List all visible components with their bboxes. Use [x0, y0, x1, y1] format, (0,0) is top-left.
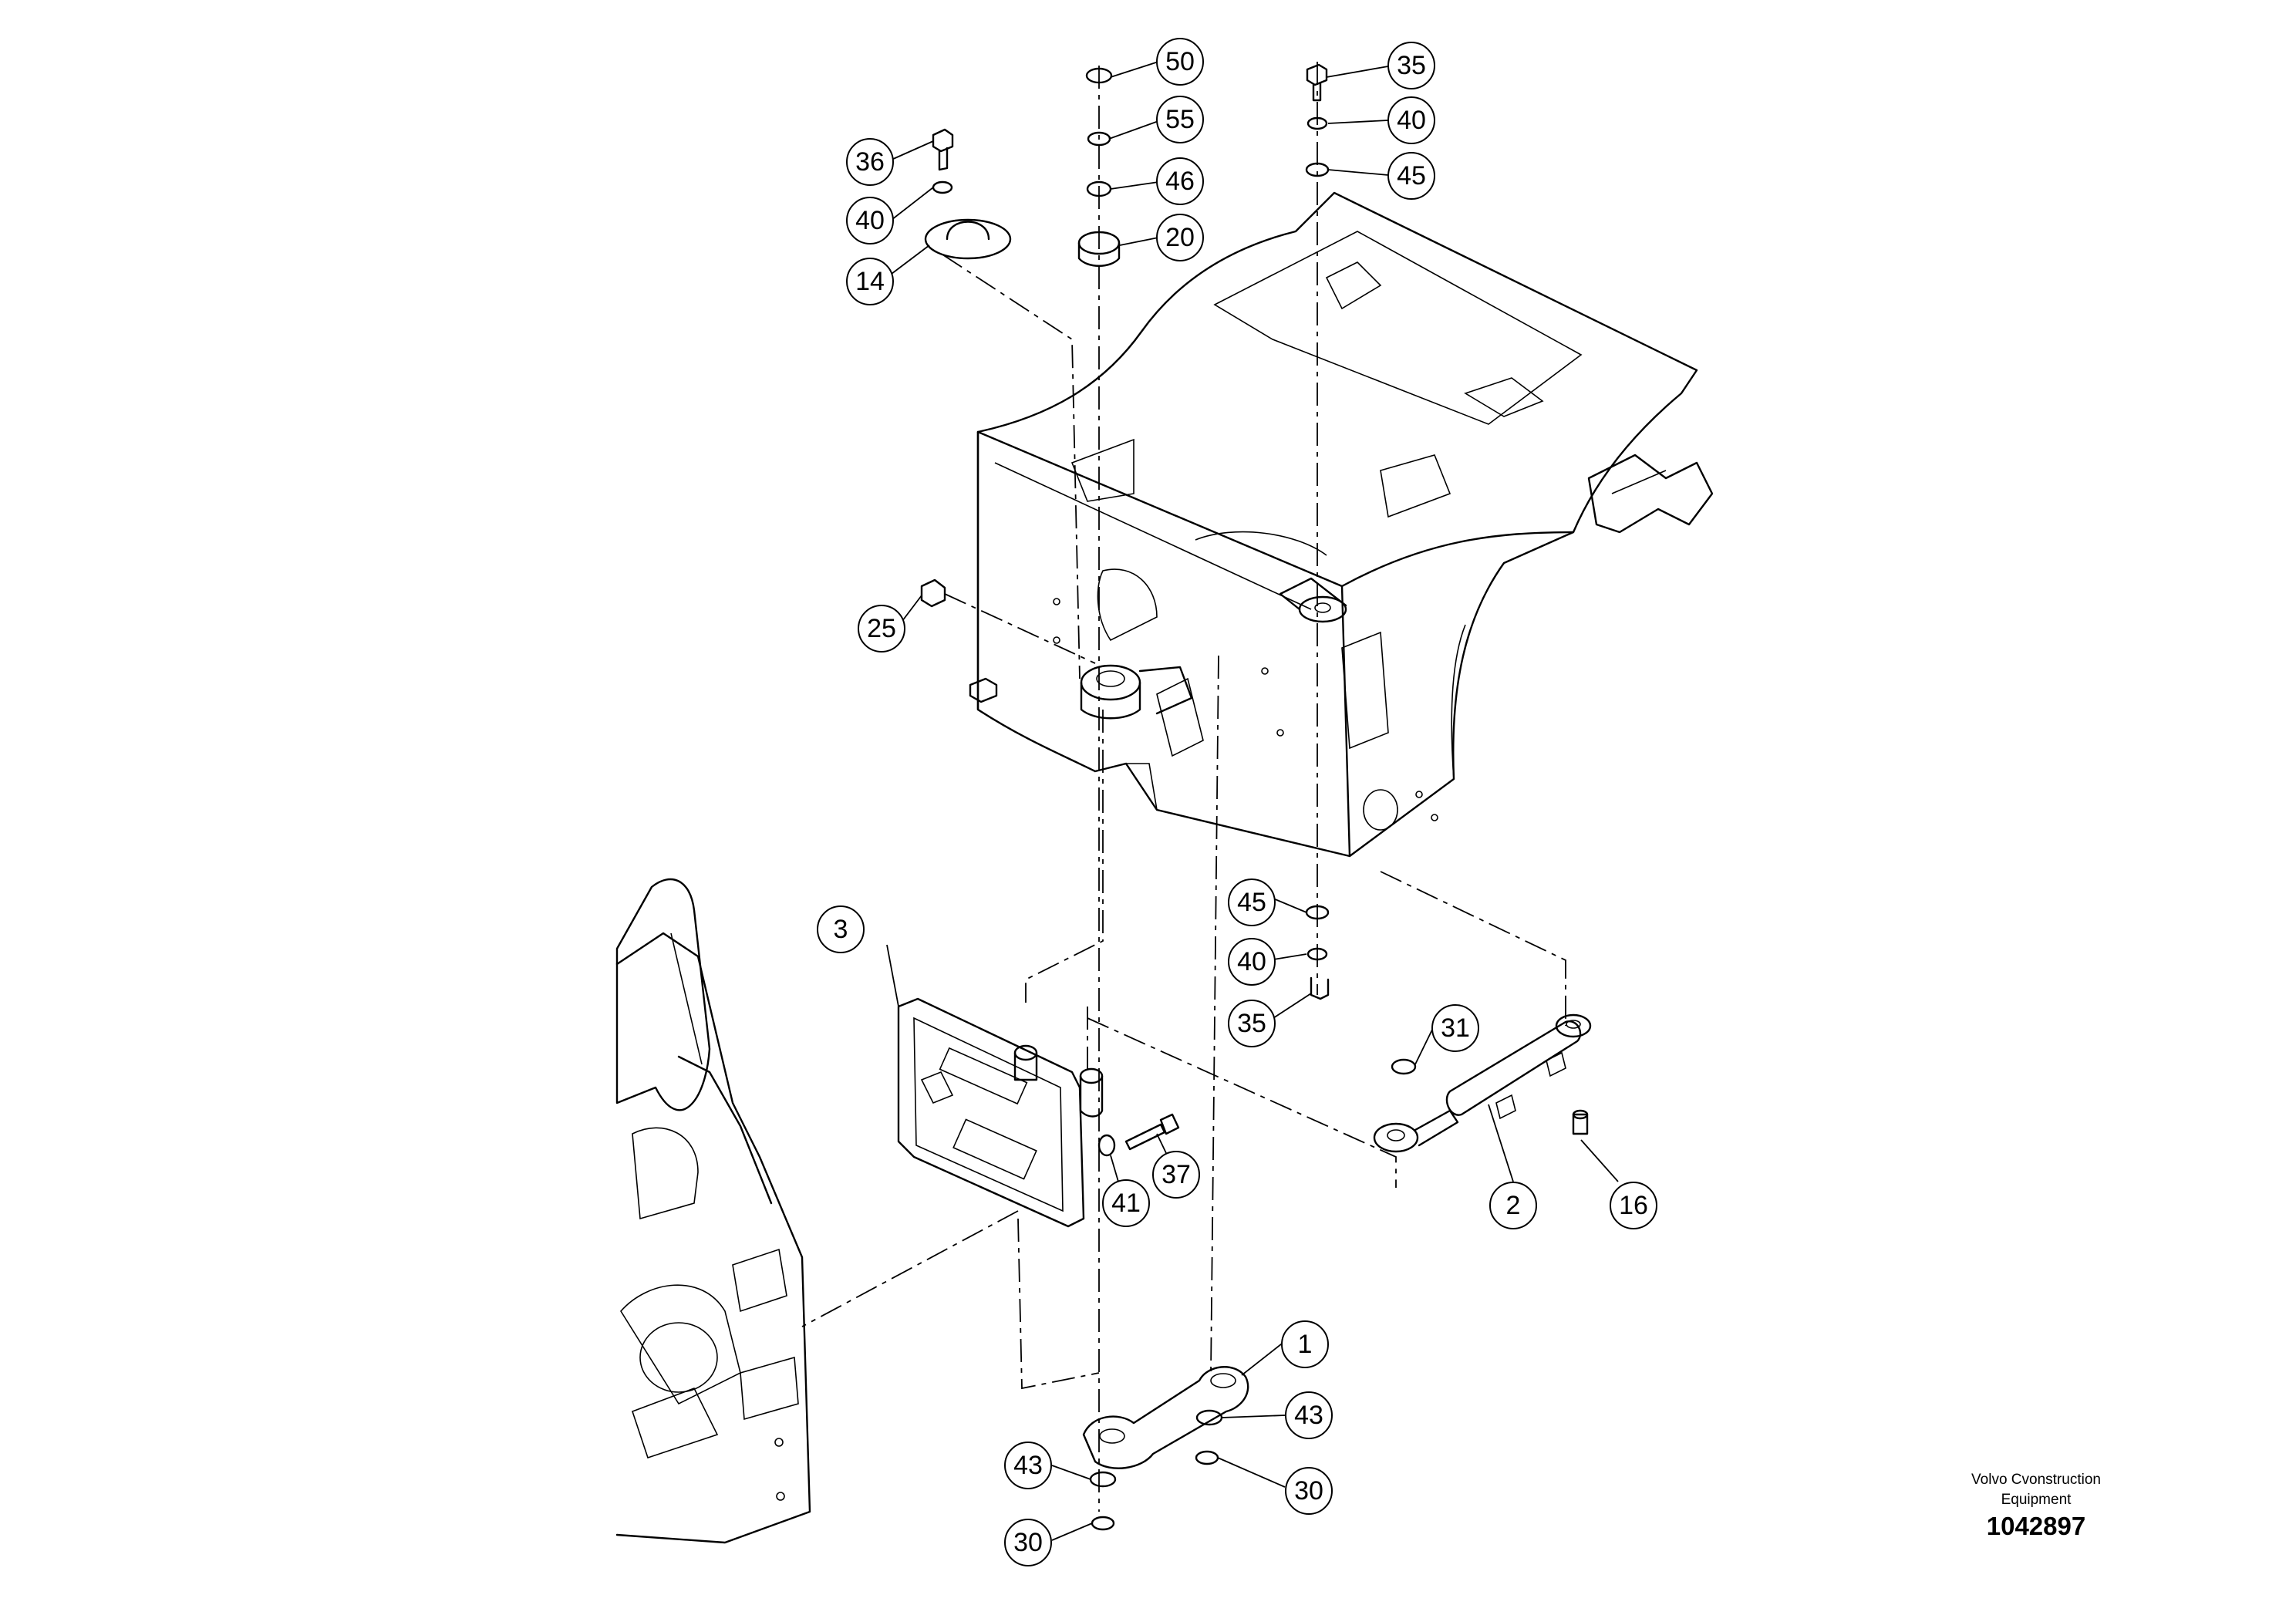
- callout-45-top: 45: [1387, 152, 1435, 200]
- hardware: [920, 63, 1589, 1531]
- callout-50: 50: [1156, 38, 1204, 86]
- callout-36: 36: [846, 138, 894, 186]
- hinge-plate: [897, 997, 1104, 1228]
- callout-25: 25: [858, 605, 905, 653]
- svg-text:1: 1: [1298, 1330, 1313, 1359]
- callout-31: 31: [1431, 1004, 1479, 1052]
- svg-text:45: 45: [1397, 161, 1426, 191]
- callout-37: 37: [1152, 1151, 1200, 1199]
- svg-text:37: 37: [1161, 1160, 1191, 1189]
- callout-16: 16: [1610, 1182, 1657, 1229]
- callout-35-bottom: 35: [1228, 1000, 1276, 1047]
- link-arm: [1082, 1366, 1249, 1469]
- publisher-line-2: Equipment: [2001, 1492, 2072, 1508]
- callout-1: 1: [1281, 1320, 1329, 1368]
- publisher-line-1: Volvo Cvonstruction: [1971, 1472, 2101, 1488]
- callout-55: 55: [1156, 96, 1204, 143]
- callout-43-left: 43: [1004, 1442, 1052, 1489]
- svg-text:36: 36: [855, 147, 885, 177]
- callout-41: 41: [1102, 1179, 1150, 1227]
- svg-text:43: 43: [1013, 1451, 1043, 1480]
- callout-35-top: 35: [1387, 42, 1435, 89]
- callout-40-top: 40: [1387, 96, 1435, 144]
- svg-text:30: 30: [1013, 1528, 1043, 1557]
- center-lines: [801, 62, 1566, 1512]
- svg-text:3: 3: [834, 915, 848, 944]
- svg-text:30: 30: [1294, 1476, 1323, 1506]
- svg-text:25: 25: [867, 614, 896, 643]
- svg-text:50: 50: [1165, 47, 1195, 76]
- svg-text:40: 40: [1397, 106, 1426, 135]
- svg-text:55: 55: [1165, 105, 1195, 134]
- callout-3: 3: [817, 905, 865, 953]
- callout-46: 46: [1156, 157, 1204, 205]
- svg-text:40: 40: [855, 206, 885, 235]
- frame-housing: [969, 191, 1714, 858]
- callout-45-bottom: 45: [1228, 878, 1276, 926]
- svg-text:20: 20: [1165, 223, 1195, 252]
- callout-43-right: 43: [1285, 1391, 1333, 1439]
- svg-text:35: 35: [1237, 1009, 1266, 1038]
- callout-14: 14: [846, 258, 894, 305]
- svg-text:35: 35: [1397, 51, 1426, 80]
- svg-text:41: 41: [1111, 1189, 1141, 1218]
- svg-text:45: 45: [1237, 888, 1266, 917]
- drawing-number: 1042897: [1986, 1512, 2086, 1540]
- callout-30-right: 30: [1285, 1467, 1333, 1515]
- callout-30-left: 30: [1004, 1519, 1052, 1566]
- callout-2: 2: [1489, 1182, 1537, 1229]
- rear-frame: [615, 878, 811, 1544]
- callout-40-bottom: 40: [1228, 938, 1276, 986]
- svg-text:31: 31: [1441, 1013, 1470, 1043]
- svg-text:43: 43: [1294, 1401, 1323, 1430]
- svg-text:16: 16: [1619, 1191, 1648, 1220]
- svg-text:14: 14: [855, 267, 885, 296]
- callout-40-left: 40: [846, 197, 894, 244]
- publisher-label: Volvo Cvonstruction Equipment: [1951, 1470, 2121, 1510]
- svg-text:46: 46: [1165, 167, 1195, 196]
- callout-20: 20: [1156, 214, 1204, 261]
- svg-text:2: 2: [1506, 1191, 1521, 1220]
- svg-text:40: 40: [1237, 947, 1266, 976]
- steering-cylinder: [1373, 1013, 1592, 1153]
- callouts: 50 55 46 20 35 40 45 36 40 14 25 3 45 40…: [817, 38, 1657, 1566]
